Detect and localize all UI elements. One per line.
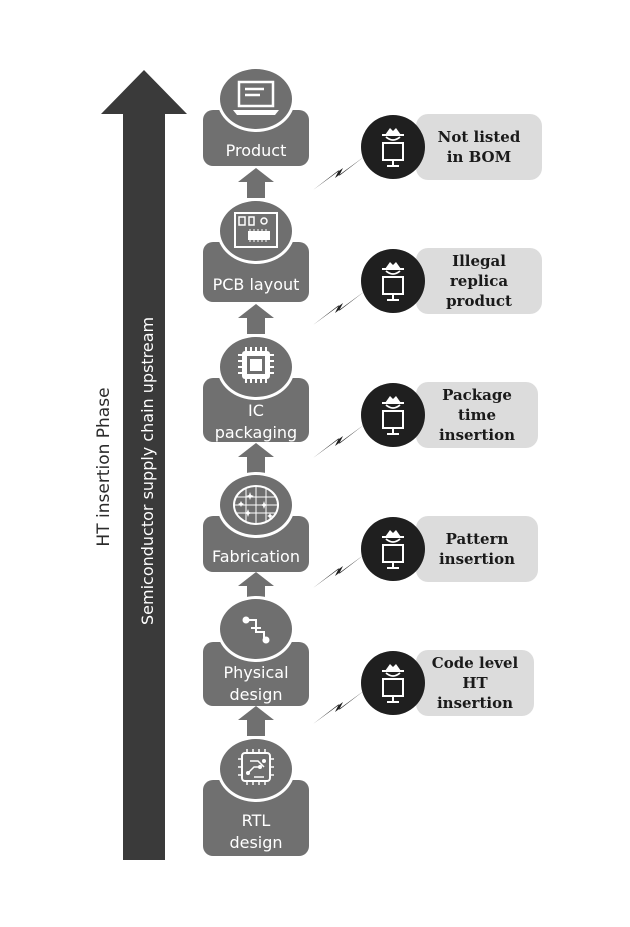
insertion-callout: Package time insertion	[416, 382, 538, 448]
stage-ic-packaging: IC packaging	[203, 378, 309, 442]
callout-line: insertion	[438, 426, 516, 444]
stage-icon-circle	[217, 198, 295, 264]
callout-line: Code level	[431, 654, 519, 672]
callout-line: product	[446, 292, 512, 310]
stage-icon-circle	[217, 596, 295, 662]
step-arrow-icon	[238, 706, 274, 736]
attacker-node	[361, 383, 425, 447]
attack-bolt-icon	[313, 690, 365, 724]
attack-bolt-icon	[313, 291, 365, 325]
attack-bolt-icon	[313, 156, 365, 190]
stage-pcb-layout: PCB layout	[203, 242, 309, 302]
stage-label: packaging	[214, 423, 298, 442]
stage-icon-circle	[217, 472, 295, 538]
insertion-callout: Code level HT insertion	[416, 650, 534, 716]
stage-label: Product	[225, 141, 287, 160]
attacker-node	[361, 651, 425, 715]
step-arrow-icon	[238, 443, 274, 473]
routing-icon	[242, 616, 270, 644]
attacker-icon	[382, 262, 404, 301]
stage-product: Product	[203, 110, 309, 166]
stage-icon-circle	[217, 736, 295, 802]
insertion-callout: Not listed in BOM	[416, 114, 542, 180]
chip-package-icon	[238, 347, 274, 383]
phase-axis-label: HT insertion Phase	[94, 387, 114, 547]
step-arrow-icon	[238, 304, 274, 334]
callout-line: insertion	[438, 550, 516, 568]
callout-line: Not listed	[437, 128, 521, 146]
stage-label: PCB layout	[212, 275, 300, 294]
circuit-board-icon	[234, 212, 278, 248]
stage-label: design	[229, 685, 283, 704]
callout-line: insertion	[436, 694, 514, 712]
attacker-node	[361, 115, 425, 179]
stage-label: RTL	[241, 811, 271, 830]
callout-line: Package	[442, 386, 512, 404]
stage-label: Fabrication	[212, 547, 300, 566]
insertion-callout: Pattern insertion	[416, 516, 538, 582]
callout-line: Illegal	[452, 252, 506, 270]
attacker-icon	[382, 396, 404, 435]
stage-icon-circle	[217, 334, 295, 400]
wafer-icon	[233, 485, 279, 525]
stage-label: Physical	[223, 663, 289, 682]
processor-circuit-icon	[238, 749, 274, 785]
laptop-icon	[233, 80, 279, 115]
attacker-icon	[382, 664, 404, 703]
attack-bolt-icon	[313, 554, 365, 588]
stage-rtl-design: RTL design	[203, 780, 309, 856]
callout-line: in BOM	[446, 148, 512, 166]
callout-line: replica	[449, 272, 509, 290]
attacker-node	[361, 249, 425, 313]
attack-bolt-icon	[313, 424, 365, 458]
stage-icon-circle	[217, 66, 295, 132]
supply-chain-label: Semiconductor supply chain upstream	[138, 316, 157, 625]
attacker-node	[361, 517, 425, 581]
step-arrow-icon	[238, 572, 274, 602]
callout-line: Pattern	[445, 530, 509, 548]
callout-line: time	[457, 406, 497, 424]
stage-label: design	[229, 833, 283, 852]
stage-label: IC	[248, 401, 264, 420]
supply-chain-arrow	[101, 70, 187, 860]
step-arrow-icon	[238, 168, 274, 198]
attacker-icon	[382, 530, 404, 569]
attacker-icon	[382, 128, 404, 167]
insertion-callout: Illegal replica product	[416, 248, 542, 314]
callout-line: HT	[462, 674, 488, 692]
